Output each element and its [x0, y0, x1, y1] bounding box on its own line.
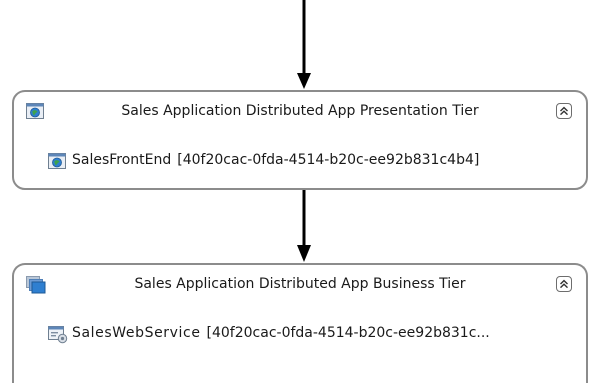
presentation-tier-box[interactable]: Sales Application Distributed App Presen…	[12, 90, 588, 190]
incoming-arrow	[297, 0, 311, 89]
member-id: [40f20cac-0fda-4514-b20c-ee92b831c4b4]	[177, 152, 480, 168]
web-service-icon	[48, 326, 68, 344]
member-id: [40f20cac-0fda-4514-b20c-ee92b831c...	[206, 325, 490, 341]
presentation-tier-collapse-button[interactable]	[556, 103, 572, 119]
diagram-connectors	[297, 0, 311, 262]
tier-stack-icon	[26, 276, 46, 294]
business-tier-header: Sales Application Distributed App Busine…	[14, 265, 586, 305]
business-tier-collapse-button[interactable]	[556, 276, 572, 292]
business-tier-box[interactable]: Sales Application Distributed App Busine…	[12, 263, 588, 383]
member-label: SalesWebService [40f20cac-0fda-4514-b20c-…	[72, 325, 490, 341]
double-chevron-up-icon	[560, 279, 568, 289]
member-label: SalesFrontEnd [40f20cac-0fda-4514-b20c-ee…	[72, 152, 479, 168]
member-name: SalesWebService	[72, 325, 201, 341]
presentation-tier-title: Sales Application Distributed App Presen…	[121, 103, 479, 119]
business-tier-title: Sales Application Distributed App Busine…	[134, 276, 466, 292]
web-application-icon	[26, 103, 44, 119]
presentation-to-business-arrow	[297, 190, 311, 262]
double-chevron-up-icon	[560, 106, 568, 116]
member-name: SalesFrontEnd	[72, 152, 172, 168]
presentation-tier-header: Sales Application Distributed App Presen…	[14, 92, 586, 132]
web-application-icon	[48, 153, 66, 169]
